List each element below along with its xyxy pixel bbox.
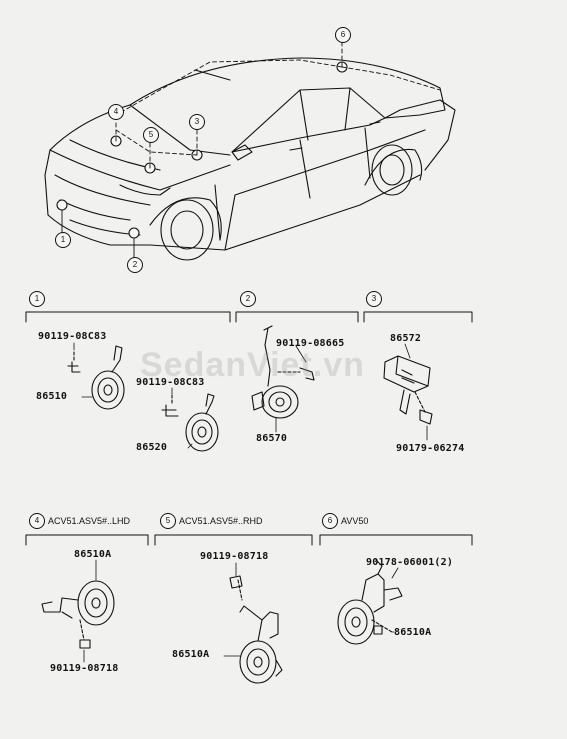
location-markers xyxy=(56,61,348,239)
callout-1: 1 xyxy=(55,232,71,248)
section-5-number: 5 xyxy=(160,513,176,529)
part-number-label: 86510A xyxy=(74,549,112,560)
section-6-title: AVV50 xyxy=(341,516,369,526)
section-brackets xyxy=(25,311,473,546)
horn-4-drawing xyxy=(41,580,115,649)
section-2-number: 2 xyxy=(240,291,256,307)
part-number-label: 86510 xyxy=(36,391,68,402)
part-number-label: 86510A xyxy=(172,649,210,660)
horn-86520-drawing xyxy=(161,393,219,452)
section-5-title: ACV51.ASV5#..RHD xyxy=(179,516,263,526)
callout-2: 2 xyxy=(127,257,143,273)
part-number-label: 90119-08C83 xyxy=(38,331,107,342)
callout-5: 5 xyxy=(143,127,159,143)
section-3-number: 3 xyxy=(366,291,382,307)
section-4-title: ACV51.ASV5#..LHD xyxy=(48,516,131,526)
part-number-label: 90119-08718 xyxy=(50,663,119,674)
part-number-label: 86570 xyxy=(256,433,288,444)
callout-4: 4 xyxy=(108,104,124,120)
part-number-label: 90119-08718 xyxy=(200,551,269,562)
section-6-number: 6 xyxy=(322,513,338,529)
watermark: SedanViet.vn xyxy=(140,346,365,384)
part-number-label: 90119-08C83 xyxy=(136,377,205,388)
part-number-label: 86572 xyxy=(390,333,422,344)
section-4-number: 4 xyxy=(29,513,45,529)
horn-5-drawing xyxy=(229,575,283,684)
callout-6: 6 xyxy=(335,27,351,43)
leader-lines xyxy=(73,342,428,663)
section-1-number: 1 xyxy=(29,291,45,307)
part-number-label: 86520 xyxy=(136,442,168,453)
car-illustration xyxy=(44,57,456,261)
bracket-86572-drawing xyxy=(383,355,433,425)
part-number-label: 90179-06274 xyxy=(396,443,465,454)
callout-3: 3 xyxy=(189,114,205,130)
horn-86510-drawing xyxy=(67,345,125,410)
part-number-label: 90178-06001(2) xyxy=(366,557,454,568)
horn-6-drawing xyxy=(337,559,403,645)
part-number-label: 90119-08665 xyxy=(276,338,345,349)
part-number-label: 86510A xyxy=(394,627,432,638)
horn-86570-drawing xyxy=(251,325,315,419)
